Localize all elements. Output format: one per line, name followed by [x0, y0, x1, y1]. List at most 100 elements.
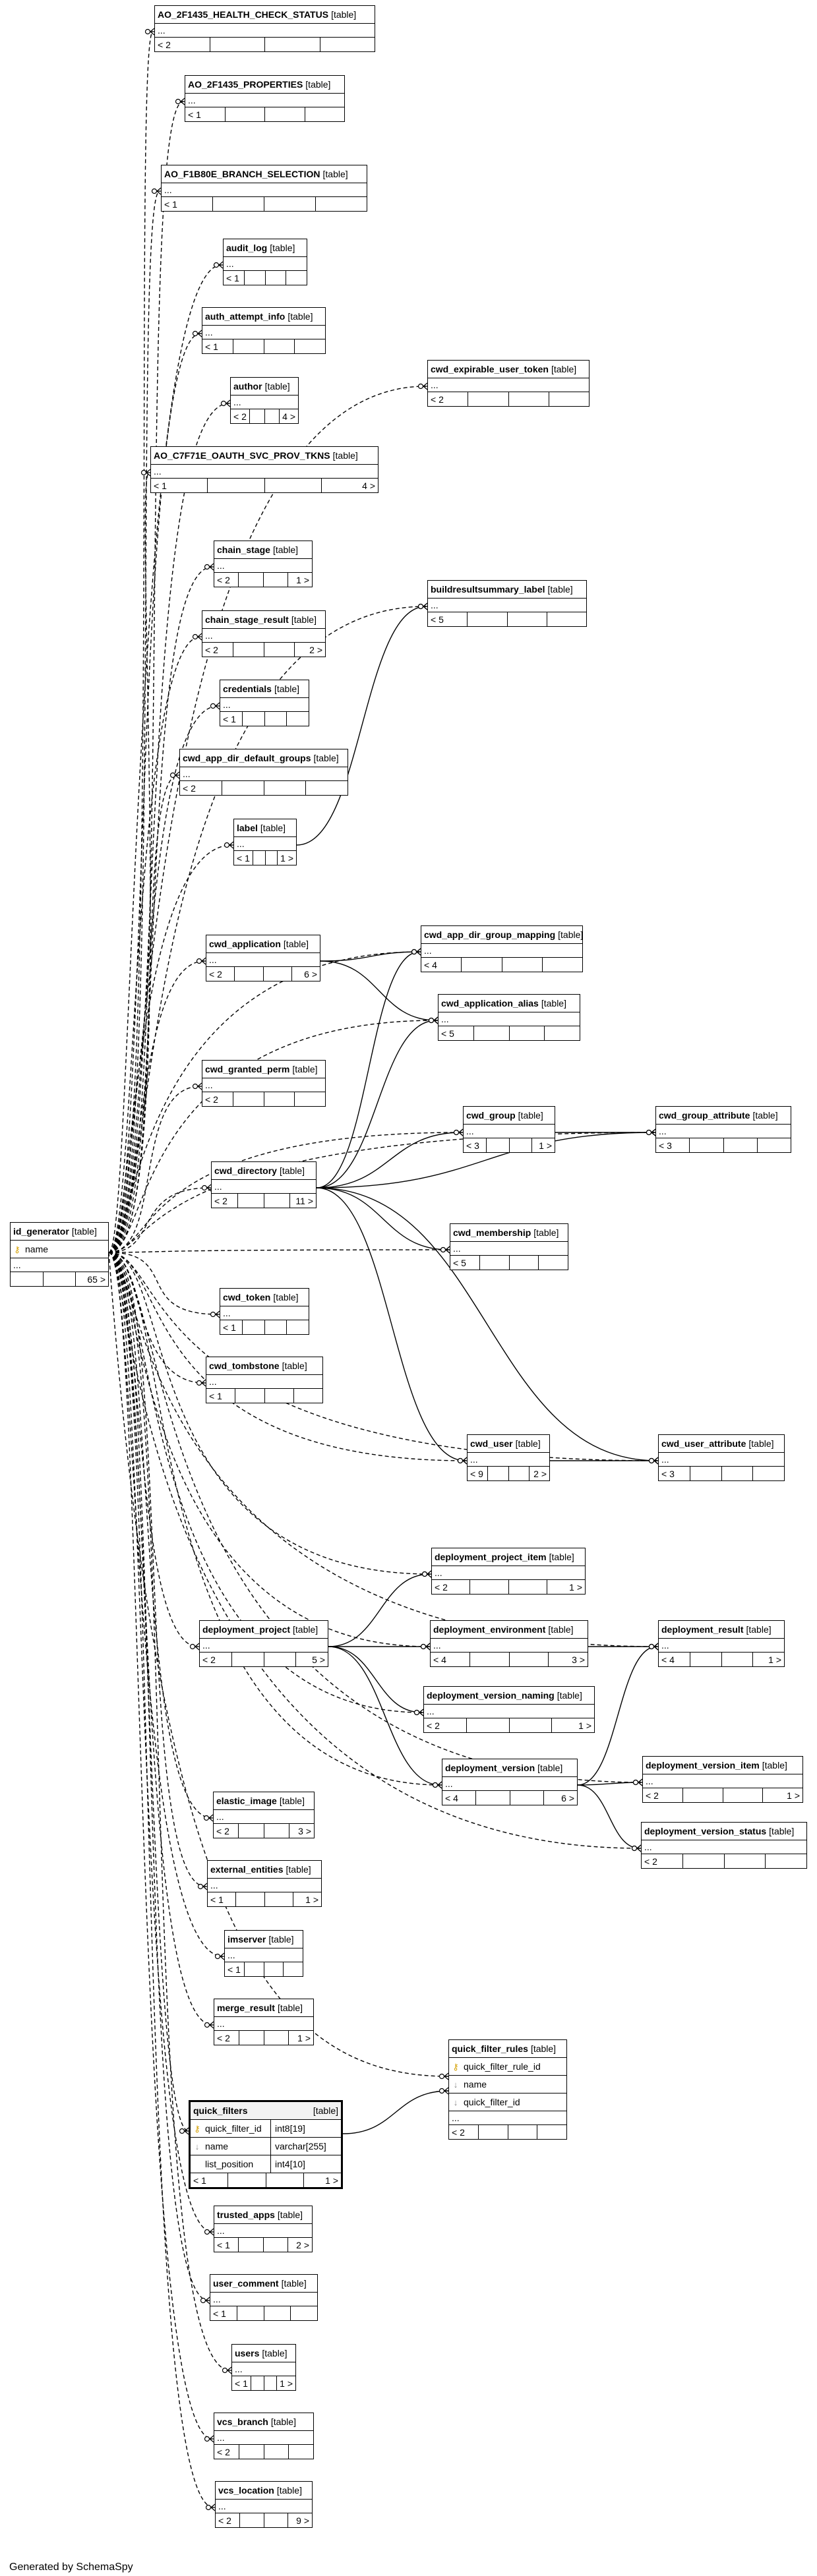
table-cwd-tombstone[interactable]: cwd_tombstone[table]...< 1	[206, 1357, 323, 1403]
table-cwd-group-attr[interactable]: cwd_group_attribute[table]...< 3	[655, 1106, 791, 1153]
footer-cell: 1 >	[578, 1720, 591, 1731]
more-columns: ...	[220, 1306, 309, 1320]
table-header: trusted_apps[table]	[214, 2206, 312, 2224]
table-cwd-granted[interactable]: cwd_granted_perm[table]...< 2	[202, 1060, 326, 1107]
footer-cell	[235, 967, 264, 981]
footer-cell	[264, 2445, 289, 2459]
table-kind: [table]	[530, 2043, 557, 2054]
footer-cell	[264, 1194, 291, 1208]
table-id-generator[interactable]: id_generator [table] ⚷ name ... 65 >	[10, 1222, 109, 1287]
table-name: deployment_version	[445, 1763, 535, 1773]
table-imserver[interactable]: imserver[table]...< 1	[224, 1930, 303, 1977]
table-cwd-app-alias[interactable]: cwd_application_alias[table]...< 5	[438, 994, 580, 1041]
table-cwd-user-attr[interactable]: cwd_user_attribute[table]...< 3	[658, 1434, 785, 1481]
footer-cell: 2 >	[533, 1468, 547, 1479]
column-name: name	[464, 2079, 487, 2090]
table-footer: < 2	[642, 1854, 806, 1868]
table-cwd-exp-token[interactable]: cwd_expirable_user_token[table]...< 2	[427, 360, 590, 407]
table-vcs-branch[interactable]: vcs_branch[table]...< 2	[214, 2413, 314, 2459]
table-auth-attempt[interactable]: auth_attempt_info[table]...< 1	[202, 307, 326, 354]
footer-cell	[208, 479, 265, 492]
footer-cell	[510, 1718, 553, 1732]
footer-cell	[510, 1791, 544, 1805]
table-ao-health[interactable]: AO_2F1435_HEALTH_CHECK_STATUS[table]...<…	[154, 5, 375, 52]
implied-link-dep-ver-item	[108, 1252, 642, 1783]
implied-link-ao-branch	[108, 190, 160, 1253]
more-columns: ...	[231, 395, 298, 409]
footer-cell	[243, 712, 265, 726]
table-cwd-app-dir-def[interactable]: cwd_app_dir_default_groups[table]...< 2	[179, 749, 348, 796]
crows-foot-audit-log	[213, 261, 224, 269]
more-columns: ...	[656, 1125, 791, 1138]
crows-foot-cwd-group-attr	[646, 1128, 656, 1136]
table-cwd-token[interactable]: cwd_token[table]...< 1	[220, 1288, 309, 1335]
table-header: cwd_user_attribute[table]	[659, 1435, 784, 1453]
fk-link-cwd-directory-to-cwd-app-dir-map	[316, 951, 420, 1188]
table-user-comment[interactable]: user_comment[table]...< 1	[210, 2274, 318, 2321]
table-kind: [table]	[281, 2278, 307, 2289]
footer-cell	[264, 2376, 278, 2390]
table-ao-branch[interactable]: AO_F1B80E_BRANCH_SELECTION[table]...< 1	[161, 165, 367, 212]
table-header: buildresultsummary_label[table]	[428, 581, 586, 599]
footer-cell: < 1	[220, 1320, 243, 1334]
footer-cell	[480, 1256, 510, 1270]
footer-cell: 6 >	[561, 1792, 574, 1803]
footer-cell: 4 >	[282, 411, 295, 422]
table-quick-filters[interactable]: quick_filters [table] ⚷ quick_filter_id …	[189, 2100, 343, 2189]
footer-cell: 3 >	[298, 1825, 311, 1836]
footer-cell	[265, 1389, 294, 1403]
table-header: cwd_expirable_user_token[table]	[428, 361, 589, 378]
table-kind: [table]	[557, 1690, 582, 1701]
table-ao-props[interactable]: AO_2F1435_PROPERTIES[table]...< 1	[185, 75, 345, 122]
footer-cell	[305, 107, 345, 121]
footer-cell	[295, 1092, 325, 1106]
table-footer: < 1	[220, 712, 309, 726]
table-footer: < 4	[421, 958, 582, 972]
more-columns: ...	[214, 1810, 314, 1824]
column-type: varchar[255]	[270, 2138, 341, 2155]
table-header: cwd_directory[table]	[212, 1162, 316, 1180]
table-audit-log[interactable]: audit_log[table]...< 1	[223, 239, 307, 285]
fk-link-cwd-directory-to-cwd-group	[316, 1132, 462, 1188]
crows-foot-author	[220, 399, 231, 407]
implied-link-quick-filters	[108, 1252, 189, 2132]
footer-cell: < 2	[200, 1653, 232, 1666]
footer-cell	[264, 1824, 289, 1838]
footer-cell: < 1	[225, 1962, 245, 1976]
table-dep-ver-status[interactable]: deployment_version_status[table]...< 2	[641, 1822, 807, 1869]
table-build-label[interactable]: buildresultsummary_label[table]...< 5	[427, 580, 587, 627]
table-credentials[interactable]: credentials[table]...< 1	[220, 680, 309, 726]
fk-link-cwd-directory-to-cwd-user	[316, 1187, 466, 1461]
footer-cell	[468, 612, 508, 626]
table-cwd-membership[interactable]: cwd_membership[table]...< 5	[450, 1223, 568, 1270]
table-name: cwd_tombstone	[209, 1361, 280, 1371]
fk-link-cwd-directory-to-cwd-user-attr	[316, 1187, 657, 1461]
footer-cell: < 2	[214, 2031, 239, 2045]
footer-cell: 2 >	[309, 644, 322, 655]
table-cwd-app-dir-map[interactable]: cwd_app_dir_group_mapping[table]...< 4	[421, 925, 583, 972]
table-ao-oauth[interactable]: AO_C7F71E_OAUTH_SVC_PROV_TKNS[table]...<…	[150, 446, 378, 493]
table-quick-filter-rules[interactable]: quick_filter_rules [table] ⚷ quick_filte…	[448, 2039, 567, 2140]
